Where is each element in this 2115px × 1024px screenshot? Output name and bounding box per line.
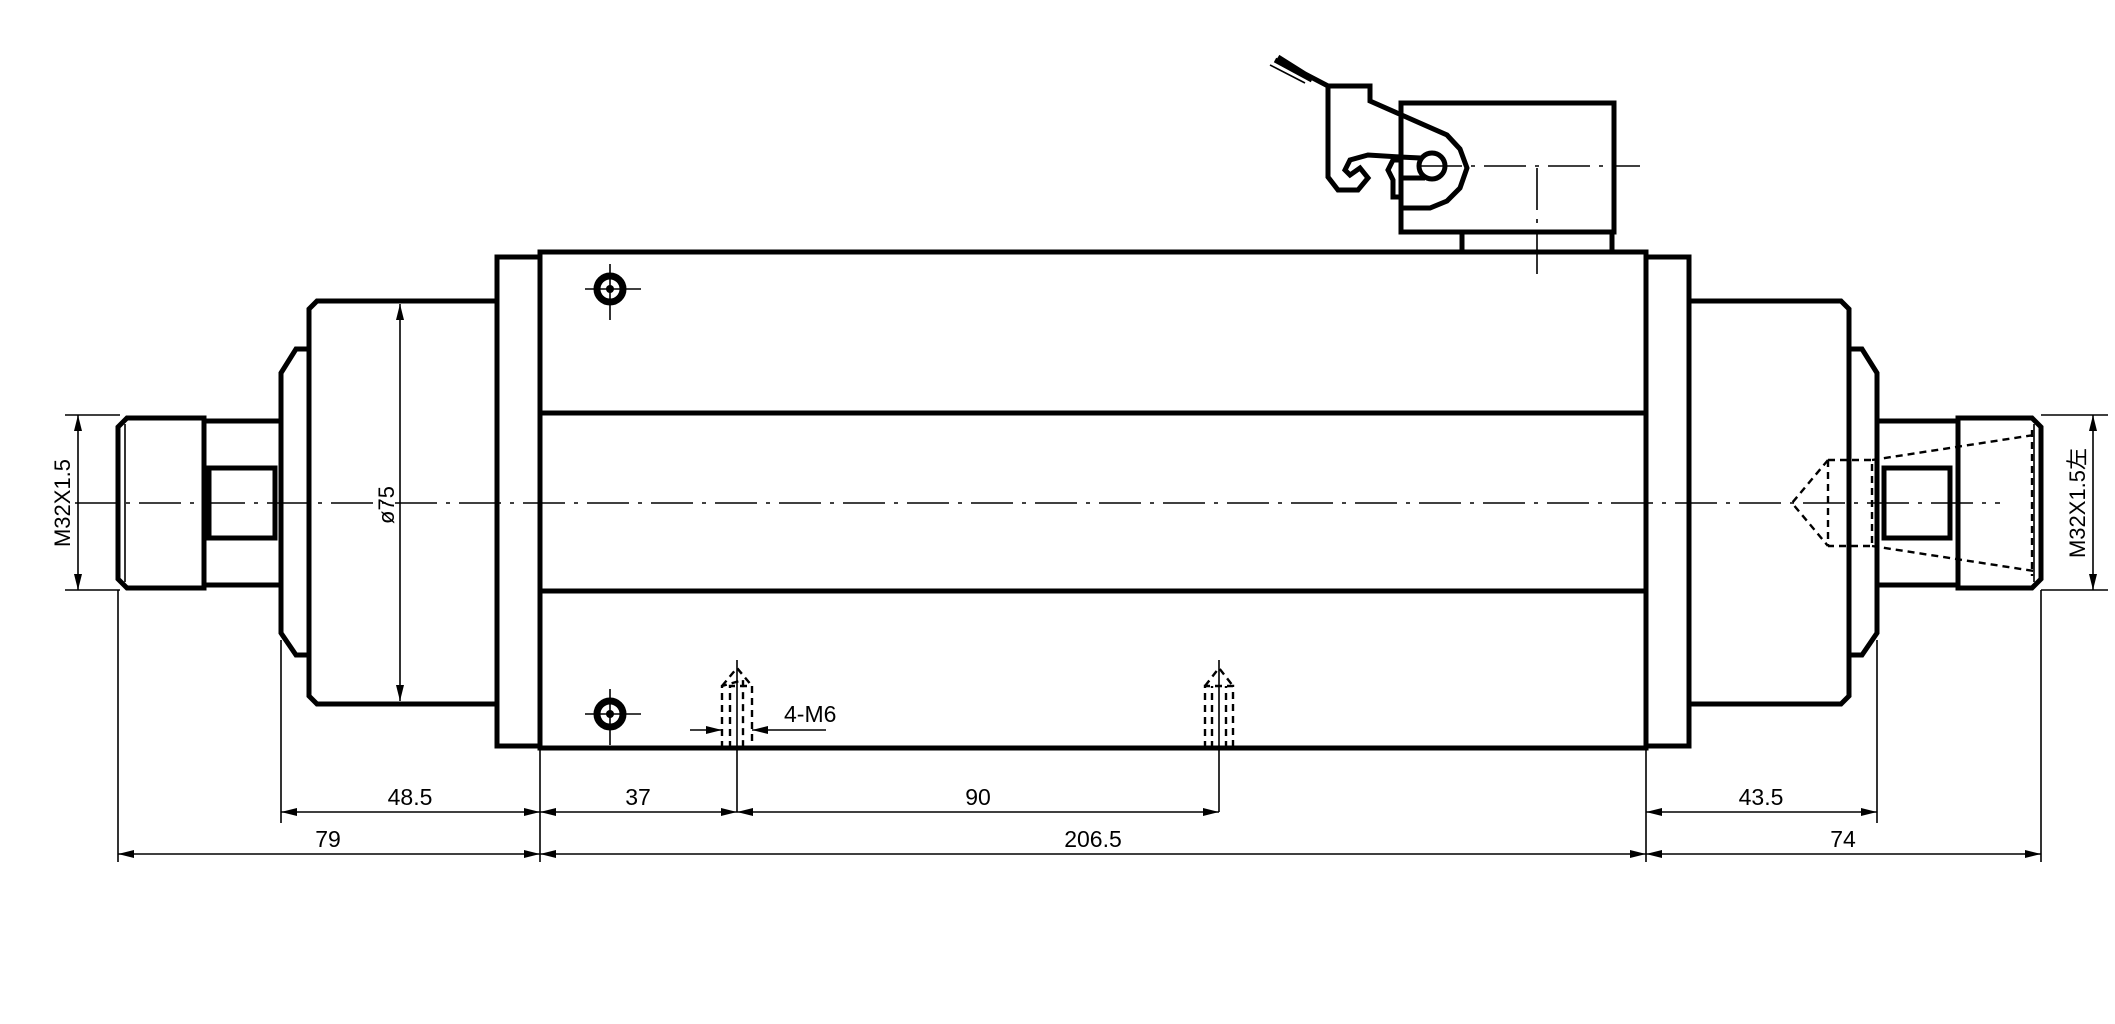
right-flange (1643, 254, 1692, 749)
left-end-cap (278, 298, 497, 707)
dim-37 (540, 808, 737, 816)
dim-43-5-label: 43.5 (1739, 784, 1784, 810)
dim-48-5-label: 48.5 (388, 784, 433, 810)
left-thread-label: M32X1.5 (50, 459, 75, 547)
dim-90 (737, 808, 1219, 816)
dim-48-5 (281, 808, 540, 816)
dim-206-5-label: 206.5 (1064, 826, 1122, 852)
right-end-cap (1689, 298, 1880, 707)
mount-hole-top (585, 264, 641, 320)
holes-note: 4-M6 (784, 701, 836, 727)
dim-74-label: 74 (1830, 826, 1856, 852)
right-thread-dim (2041, 414, 2108, 591)
right-hidden-bore (1790, 433, 2035, 573)
threaded-hole-right (1203, 660, 1235, 812)
motor-housing (537, 249, 1649, 751)
left-thread-dim (65, 414, 120, 591)
right-thread-nut (1955, 415, 2044, 591)
right-thread-label: M32X1.5左 (2065, 448, 2090, 558)
diameter-label: ø75 (374, 486, 399, 524)
left-shaft (204, 418, 281, 588)
dim-37-label: 37 (625, 784, 651, 810)
dim-79-label: 79 (315, 826, 341, 852)
connector (1269, 54, 1640, 275)
holes-leader (690, 726, 826, 734)
dim-206-5 (540, 850, 1646, 858)
threaded-hole-left (720, 660, 754, 812)
mount-hole-bottom (585, 689, 641, 745)
diameter-dim (396, 304, 404, 701)
dim-74 (1646, 850, 2041, 858)
left-thread-nut (115, 415, 207, 591)
right-shaft (1877, 418, 1958, 588)
dim-79 (118, 850, 540, 858)
left-flange (494, 254, 543, 749)
extension-lines (117, 590, 2042, 862)
dim-43-5 (1646, 808, 1877, 816)
dim-90-label: 90 (965, 784, 991, 810)
